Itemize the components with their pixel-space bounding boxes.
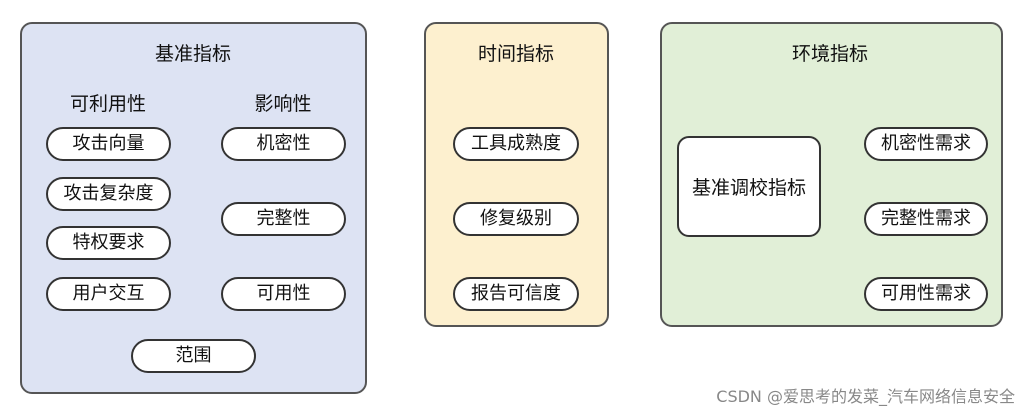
report-confidence-node: 报告可信度 — [453, 277, 579, 311]
environmental-metrics-title: 环境指标 — [791, 43, 869, 65]
user-interaction-node: 用户交互 — [46, 277, 171, 311]
attack-complexity-node: 攻击复杂度 — [46, 177, 171, 211]
confidentiality-node: 机密性 — [221, 127, 346, 161]
confidentiality-requirement-node: 机密性需求 — [864, 127, 988, 161]
temporal-metrics-title: 时间指标 — [477, 43, 555, 65]
exploit-maturity-node: 工具成熟度 — [453, 127, 579, 161]
integrity-node: 完整性 — [221, 202, 346, 236]
base-metrics-title: 基准指标 — [154, 43, 232, 65]
availability-heading: 可利用性 — [69, 93, 147, 115]
temporal-metrics-panel — [424, 22, 609, 327]
integrity-requirement-node: 完整性需求 — [864, 202, 988, 236]
scope-node: 范围 — [131, 339, 256, 373]
availability-node: 可用性 — [221, 277, 346, 311]
availability-requirement-node: 可用性需求 — [864, 277, 988, 311]
privileges-required-node: 特权要求 — [46, 226, 171, 260]
modified-base-metrics-node: 基准调校指标 — [677, 136, 821, 237]
watermark-text: CSDN @爱思考的发菜_汽车网络信息安全 — [716, 387, 1015, 406]
attack-vector-node: 攻击向量 — [46, 127, 171, 161]
impact-heading: 影响性 — [254, 93, 312, 115]
remediation-level-node: 修复级别 — [453, 202, 579, 236]
